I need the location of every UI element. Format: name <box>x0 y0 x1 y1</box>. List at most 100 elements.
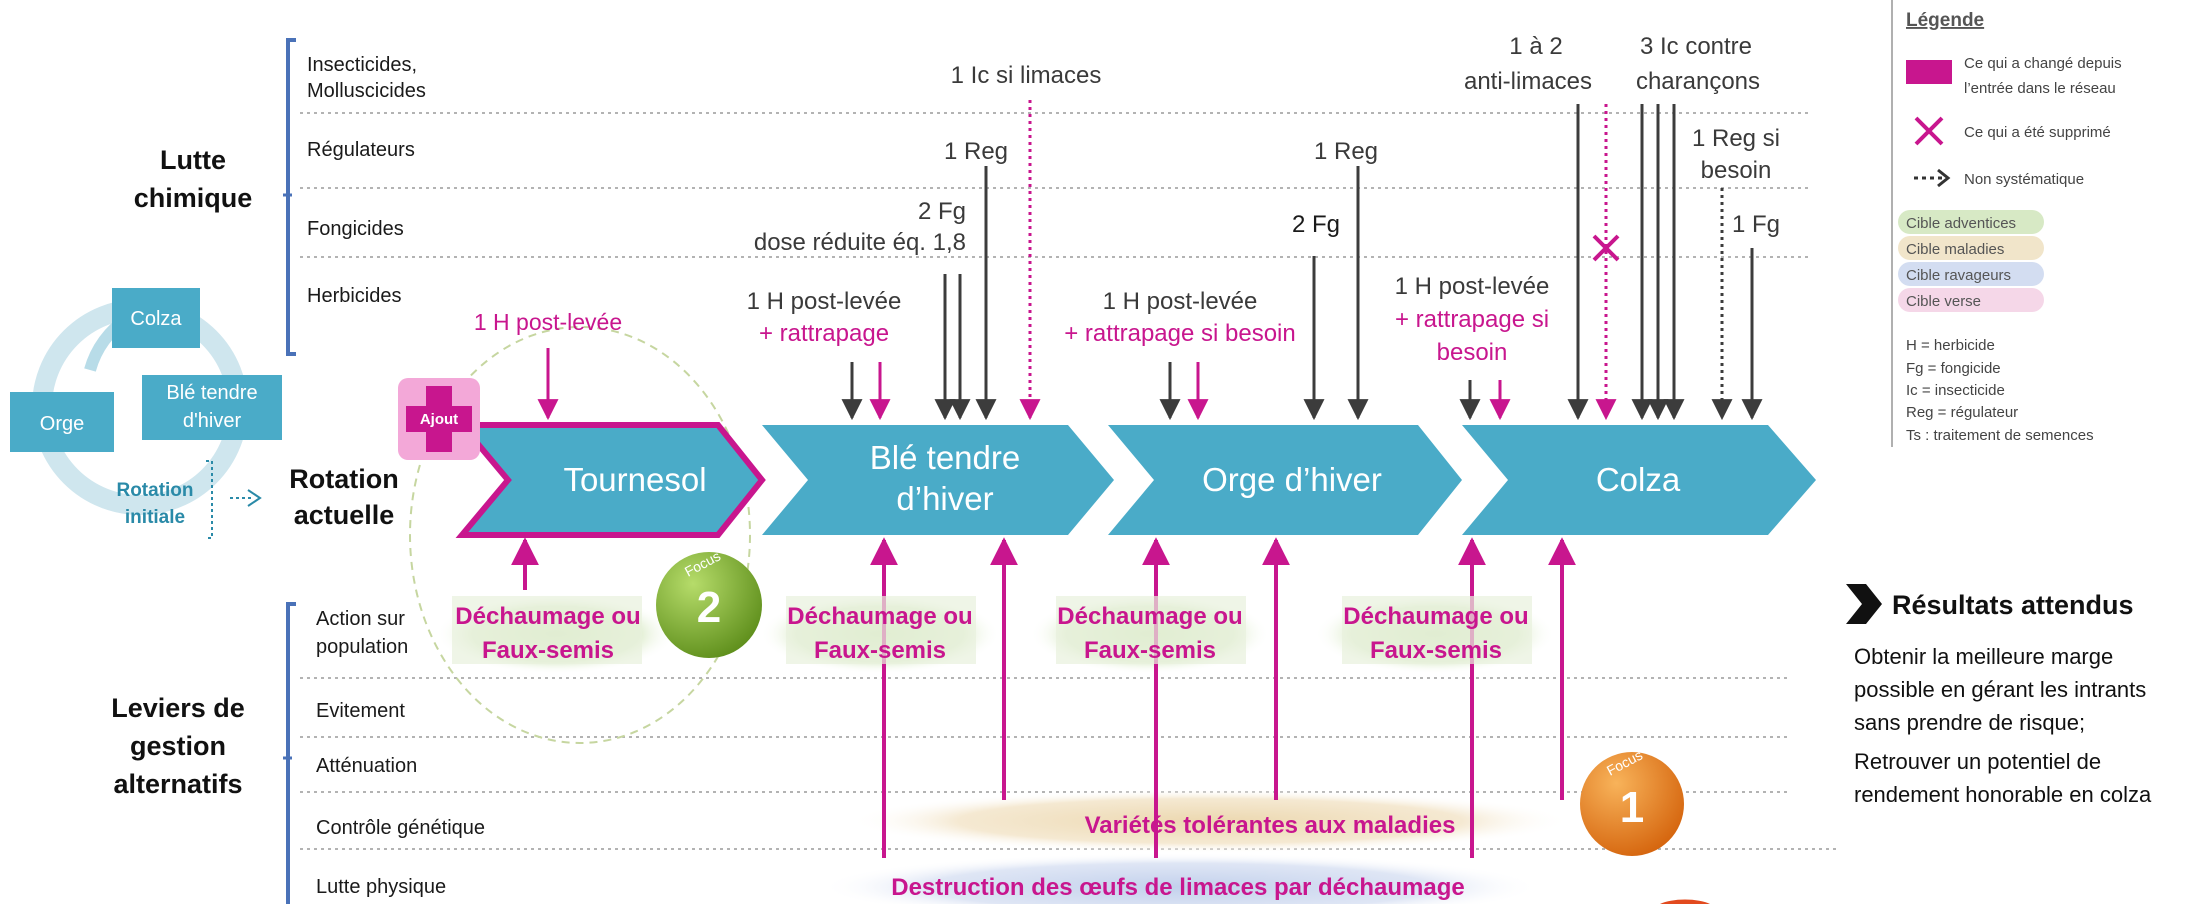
highlight-ravageurs <box>820 853 1540 904</box>
legend-removed: Ce qui a été supprimé <box>1964 124 2111 141</box>
focus-1-badge: Focus 1 <box>1580 747 1684 856</box>
ajout-badge: Ajout <box>398 378 480 460</box>
rotation-actuelle-line1: Rotation <box>289 464 398 494</box>
section-leviers-line3: alternatifs <box>113 769 242 799</box>
label-colza-reg1: 1 Reg si <box>1692 125 1780 152</box>
initial-crop-ble-label1: Blé tendre <box>166 382 257 404</box>
results-line-2: possible en gérant les intrants <box>1854 677 2146 702</box>
label-colza-reg2: besoin <box>1701 157 1772 184</box>
label-ble-reg: 1 Reg <box>944 138 1008 165</box>
crop-ble <box>762 425 1114 535</box>
lever-tournesol-2: Faux-semis <box>482 637 614 664</box>
legend-abbrev-reg: Reg = régulateur <box>1906 404 2018 421</box>
tournesol-dashed-ellipse <box>409 326 751 744</box>
results-line-1: Obtenir la meilleure marge <box>1854 644 2113 669</box>
results-line-3: sans prendre de risque; <box>1854 710 2085 735</box>
lever-arrows <box>511 537 1576 858</box>
legend-abbrev-fg: Fg = fongicide <box>1906 360 2001 377</box>
results-panel: Résultats attendus Obtenir la meilleure … <box>1846 584 2152 807</box>
crop-tournesol <box>455 422 766 538</box>
legend-target-verse: Cible verse <box>1906 293 1981 310</box>
lever-varietes: Variétés tolérantes aux maladies <box>1085 812 1456 839</box>
crop-tournesol-label: Tournesol <box>563 461 706 498</box>
row-label-regulateurs: Régulateurs <box>307 139 415 161</box>
lever-ble-1: Déchaumage ou <box>787 603 972 630</box>
legend-abbrev-ic: Ic = insecticide <box>1906 382 2005 399</box>
label-ble-fg1: 2 Fg <box>918 198 966 225</box>
results-title: Résultats attendus <box>1892 590 2134 620</box>
lever-orge-1: Déchaumage ou <box>1057 603 1242 630</box>
legend-title: Légende <box>1906 10 1984 31</box>
rotation-actuelle-line2: actuelle <box>294 500 395 530</box>
crop-orge <box>1108 425 1462 535</box>
label-orge-reg: 1 Reg <box>1314 138 1378 165</box>
legend-target-swatch <box>1898 210 2044 234</box>
legend-target-maladies: Cible maladies <box>1906 241 2004 258</box>
legend-changed-2: l’entrée dans le réseau <box>1964 80 2116 97</box>
initial-crop-orge <box>10 392 114 452</box>
initial-crop-colza-label: Colza <box>130 308 182 330</box>
label-orge-fg: 2 Fg <box>1292 211 1340 238</box>
removed-cross-icon <box>1592 234 1620 262</box>
crop-chevrons: Tournesol Blé tendre d’hiver Orge d’hive… <box>455 422 1816 538</box>
section-lutte-line2: chimique <box>134 183 253 213</box>
legend-removed-icon <box>1914 116 1944 146</box>
label-colza-anti2: anti-limaces <box>1464 68 1592 95</box>
chemical-bracket <box>286 38 296 356</box>
row-label-population: population <box>316 636 408 658</box>
focus-1-number: 1 <box>1620 783 1644 832</box>
lever-ble-2: Faux-semis <box>814 637 946 664</box>
alternative-bracket <box>286 602 296 904</box>
focus-2-number: 2 <box>697 583 721 632</box>
label-colza-fg: 1 Fg <box>1732 211 1780 238</box>
row-label-evitement: Evitement <box>316 700 405 722</box>
label-colza-ic1: 3 Ic contre <box>1640 33 1752 60</box>
row-label-herbicides: Herbicides <box>307 285 401 307</box>
results-chevron-icon <box>1846 584 1882 624</box>
crop-ble-label1: Blé tendre <box>870 439 1020 476</box>
lever-bg <box>452 596 642 664</box>
legend-changed-swatch <box>1906 60 1952 84</box>
lever-orge-2: Faux-semis <box>1084 637 1216 664</box>
lever-destruction: Destruction des œufs de limaces par déch… <box>891 874 1465 901</box>
initial-crop-orge-label: Orge <box>40 413 84 435</box>
label-ble-herb2: + rattrapage <box>759 320 889 347</box>
label-colza-herb3: besoin <box>1437 339 1508 366</box>
legend-changed-1: Ce qui a changé depuis <box>1964 55 2122 72</box>
legend: Légende Ce qui a changé depuis l’entrée … <box>1891 0 2122 447</box>
row-label-controle-genetique: Contrôle génétique <box>316 817 485 839</box>
section-leviers-line1: Leviers de <box>111 693 245 723</box>
initial-rotation-caption2: initiale <box>125 507 185 528</box>
initial-crop-ble-label2: d'hiver <box>183 410 242 432</box>
legend-target-swatch <box>1898 236 2044 260</box>
crop-colza-label: Colza <box>1596 461 1681 498</box>
row-label-action: Action sur <box>316 608 405 630</box>
initial-rotation-arrow-icon <box>247 489 262 507</box>
highlight-maladies <box>850 789 1570 853</box>
initial-crop-ble <box>142 375 282 440</box>
label-orge-herb1: 1 H post-levée <box>1103 288 1258 315</box>
label-colza-herb2: + rattrapage si <box>1395 306 1549 333</box>
crop-colza <box>1462 425 1816 535</box>
legend-nonsys: Non systématique <box>1964 171 2084 188</box>
legend-target-swatch <box>1898 262 2044 286</box>
alt-row-separators <box>300 677 1838 850</box>
results-line-4: Retrouver un potentiel de <box>1854 749 2101 774</box>
crop-orge-label: Orge d’hiver <box>1202 461 1382 498</box>
section-leviers-line2: gestion <box>130 731 226 761</box>
ajout-label: Ajout <box>420 411 458 428</box>
label-orge-herb2: + rattrapage si besoin <box>1064 320 1295 347</box>
partial-badge-edge <box>1660 899 1710 904</box>
label-colza-ic2: charançons <box>1636 68 1760 95</box>
treatment-arrows <box>537 100 1763 421</box>
label-colza-anti1: 1 à 2 <box>1509 33 1562 60</box>
crop-ble-label2: d’hiver <box>896 480 993 517</box>
label-ble-ic: 1 Ic si limaces <box>951 62 1102 89</box>
section-lutte-line1: Lutte <box>160 145 226 175</box>
lever-bg <box>1342 596 1532 664</box>
legend-target-swatch <box>1898 288 2044 312</box>
chem-row-separators <box>300 112 1812 258</box>
legend-abbrev-ts: Ts : traitement de semences <box>1906 427 2094 444</box>
row-label-fongicides: Fongicides <box>307 218 404 240</box>
